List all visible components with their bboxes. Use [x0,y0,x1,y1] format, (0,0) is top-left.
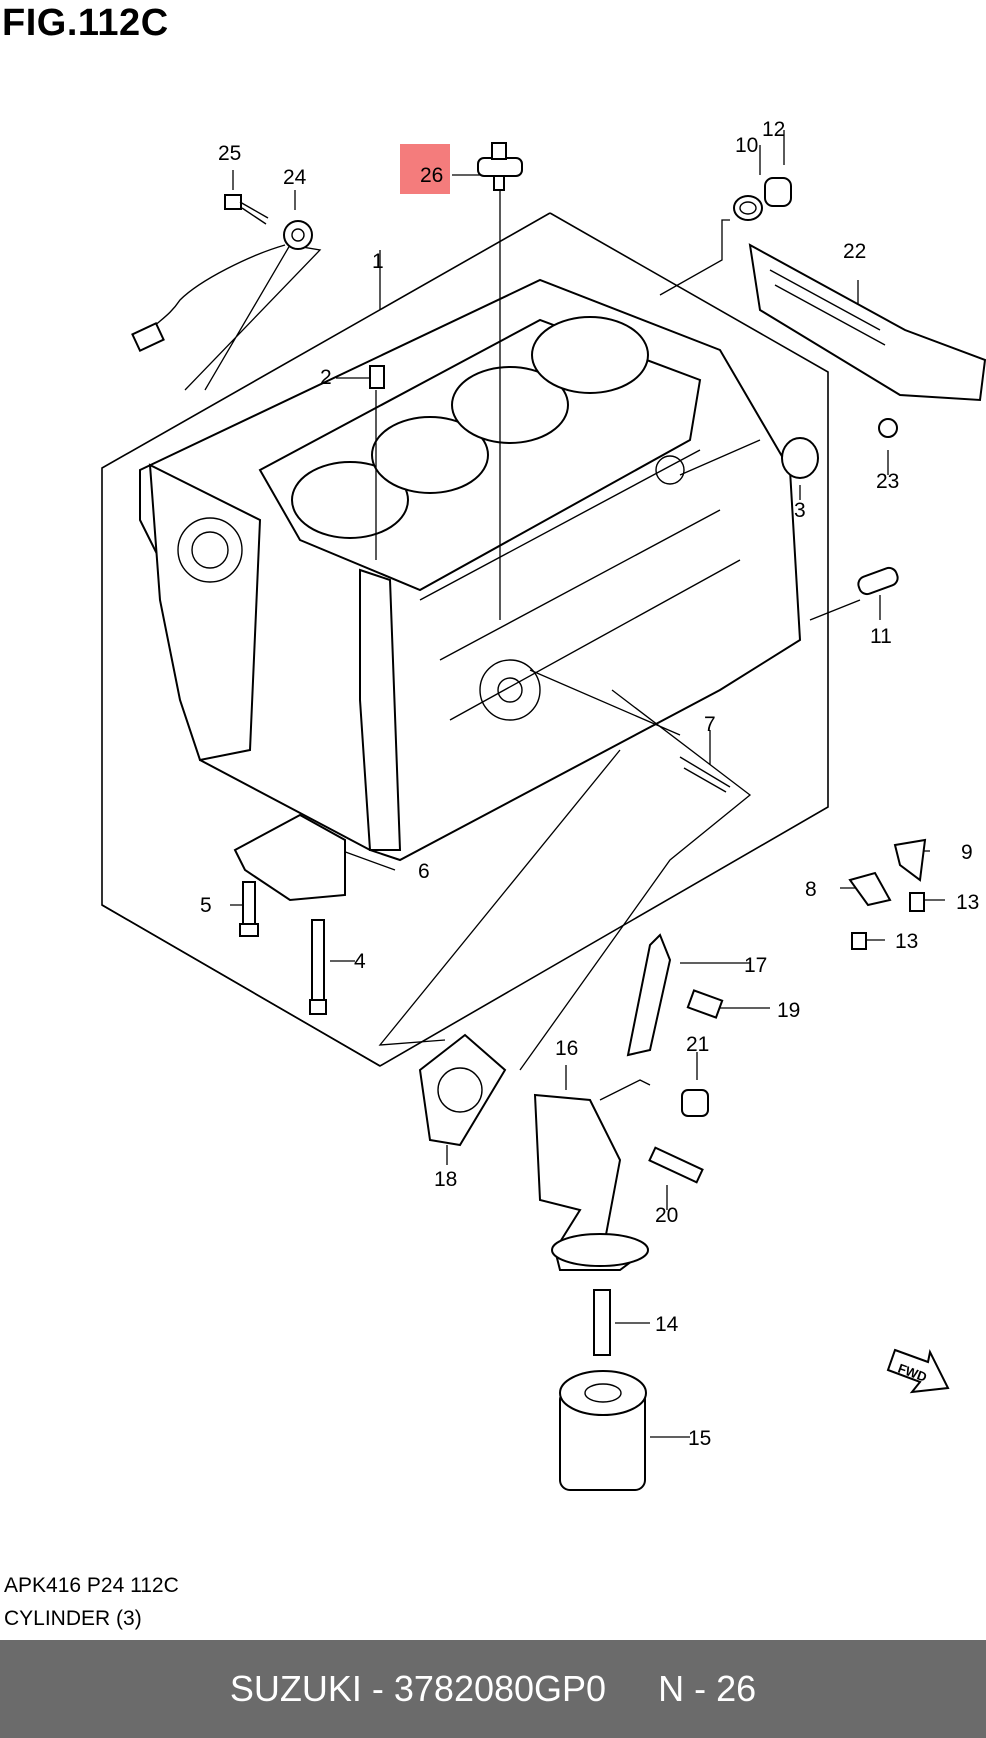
callout-13b: 13 [895,930,918,953]
bolt-25 [224,194,269,225]
cylinder-bore-3 [451,366,569,444]
cylinder-bore-4 [531,316,649,394]
callout-15: 15 [688,1427,711,1450]
seal-3 [781,437,819,479]
callout-14: 14 [655,1313,679,1336]
callout-13a: 13 [956,891,979,914]
oil-filter-15 [559,1370,647,1491]
bolt-4 [309,919,327,1015]
callout-21: 21 [686,1033,709,1056]
plug-2 [369,365,385,389]
callout-18: 18 [434,1168,457,1191]
callout-12: 12 [762,118,785,141]
gasket-22 [748,243,986,402]
dowel-11 [857,566,899,596]
stud-14 [593,1289,611,1356]
part-info-bar: SUZUKI - 3782080GP0 N - 26 [0,1640,986,1738]
nut-21 [681,1089,709,1117]
callout-7: 7 [704,713,716,736]
oil-pressure-switch-26 [477,142,523,191]
plug-12 [764,177,792,207]
cylinder-block [139,278,802,862]
bolt-5 [239,881,259,937]
cylinder-bore-2 [371,416,489,494]
callout-19: 19 [777,999,800,1022]
callout-11: 11 [870,625,892,648]
callout-23: 23 [876,470,899,493]
callout-2: 2 [320,366,332,389]
stud-7 [679,756,731,793]
callout-24: 24 [283,166,307,189]
bearing-cap-6 [233,813,346,902]
callout-16: 16 [555,1037,578,1060]
callout-5: 5 [200,894,212,917]
figure-title: FIG.112C [2,2,169,44]
callout-20: 20 [655,1204,678,1227]
group-name: CYLINDER (3) [4,1607,142,1630]
callout-1: 1 [372,250,384,273]
callout-26: 26 [420,164,443,187]
oil-filter-stand-16 [533,1093,649,1271]
diagram-position: N - 26 [658,1668,757,1709]
bracket-9 [893,838,927,882]
fwd-arrow-icon: FWD [886,1348,950,1394]
gasket-18 [418,1033,507,1147]
callout-25: 25 [218,142,241,165]
brand-part-number: SUZUKI - 3782080GP0 [229,1668,607,1709]
callout-3: 3 [794,499,806,522]
o-ring-10 [733,195,763,221]
callout-8: 8 [805,878,817,901]
callout-22: 22 [843,240,866,263]
bolt-13-a [909,892,925,912]
callout-9: 9 [961,841,973,864]
bolt-20 [648,1146,704,1184]
part-26-highlight [400,144,450,194]
callout-6: 6 [418,860,430,883]
bolt-23 [878,418,898,438]
cylinder-bore-1 [291,461,409,539]
exploded-parts-diagram: FWD 1 2 3 4 5 6 7 8 9 10 11 12 13 13 14 … [101,118,986,1491]
bolt-19 [686,989,724,1019]
bolt-13-b [851,932,867,950]
baffle-17 [626,933,672,1057]
callout-17: 17 [744,954,767,977]
callout-10: 10 [735,134,758,157]
reference-code: APK416 P24 112C [4,1574,179,1597]
knock-sensor-harness [131,220,313,352]
callout-4: 4 [354,950,366,973]
bracket-8 [848,871,892,907]
